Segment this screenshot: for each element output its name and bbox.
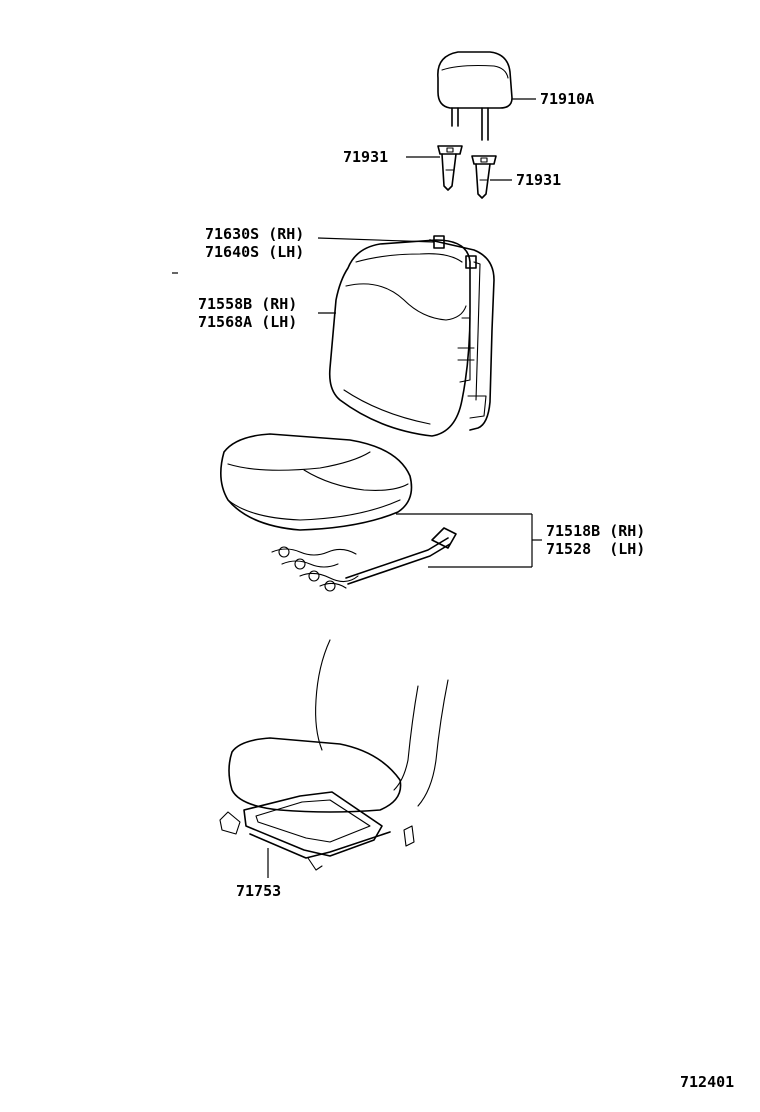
leader-lines (172, 98, 542, 878)
cushion-drawing (220, 433, 413, 531)
seat-assembly-drawing (219, 639, 449, 871)
cushion-spring-drawing (271, 527, 457, 592)
label-headrest: 71910A (540, 90, 595, 108)
label-headrest-support-left: 71931 (343, 148, 389, 166)
label-back-frame-lh: 71640S (LH) (205, 243, 305, 261)
label-back-cover-rh: 71558B (RH) (198, 295, 298, 313)
label-adjuster: 71753 (236, 882, 282, 900)
label-cushion-lh: 71528 (LH) (546, 540, 646, 558)
seatback-drawing (328, 235, 495, 437)
headrest-support-left-drawing (437, 145, 463, 191)
headrest-support-right-drawing (471, 155, 497, 199)
headrest-drawing (437, 51, 513, 141)
label-back-cover-lh: 71568A (LH) (198, 313, 298, 331)
label-headrest-support-right: 71931 (516, 171, 562, 189)
figure-number: 712401 (680, 1073, 735, 1091)
label-cushion-rh: 71518B (RH) (546, 522, 646, 540)
label-back-frame-rh: 71630S (RH) (205, 225, 305, 243)
